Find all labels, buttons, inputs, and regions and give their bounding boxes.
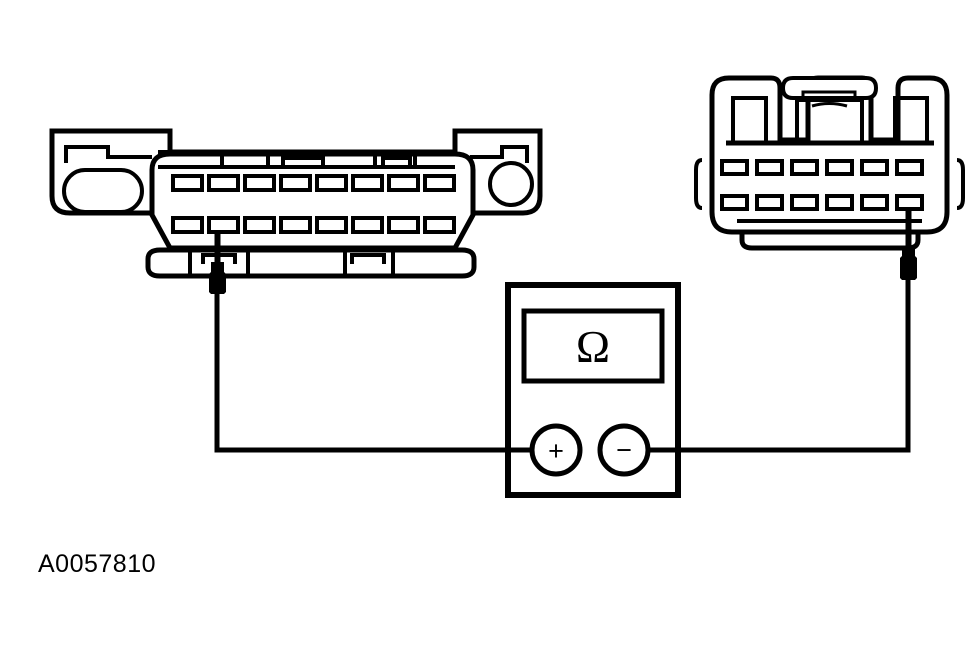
right-test-lead-wire [654, 209, 911, 453]
left-probe-tip [209, 262, 226, 294]
test-leads [209, 209, 917, 453]
right-connector-lock-tab [780, 76, 879, 100]
right-ear-notch [470, 145, 529, 163]
left-ear-notch [64, 145, 152, 163]
left-connector [49, 128, 543, 279]
left-probe-needle [214, 232, 221, 264]
left-connector-bottom-rail [145, 247, 477, 279]
right-probe-needle [905, 209, 912, 251]
right-connector-lock-detail [801, 90, 857, 99]
right-connector-lock-detail-2 [811, 102, 848, 108]
left-connector-top-rail [158, 150, 455, 169]
left-connector-shell [49, 128, 543, 249]
left-test-lead-wire [214, 232, 532, 453]
oval-mounting-hole [62, 168, 144, 214]
right-connector-bottom-row-cavities [720, 194, 924, 211]
right-connector-right-wing [956, 158, 965, 210]
meter-negative-label: − [616, 435, 632, 465]
meter-positive-label: + [548, 436, 564, 466]
left-probed-cavity [207, 216, 240, 234]
left-connector-bottom-row-cavities [171, 216, 456, 234]
meter-display-symbol: Ω [576, 321, 610, 372]
right-connector [694, 75, 965, 251]
left-connector-top-row-cavities [171, 174, 456, 192]
meter-display [521, 308, 665, 384]
right-probe-tip [900, 249, 917, 280]
right-connector-shell [709, 75, 950, 235]
right-connector-top-row-cavities [720, 159, 924, 176]
round-mounting-hole [488, 161, 534, 207]
right-connector-left-wing [694, 158, 703, 210]
ohmmeter: Ω + − [505, 282, 681, 498]
right-connector-skirt-lip [739, 232, 921, 251]
figure-id-label: A0057810 [38, 550, 157, 578]
